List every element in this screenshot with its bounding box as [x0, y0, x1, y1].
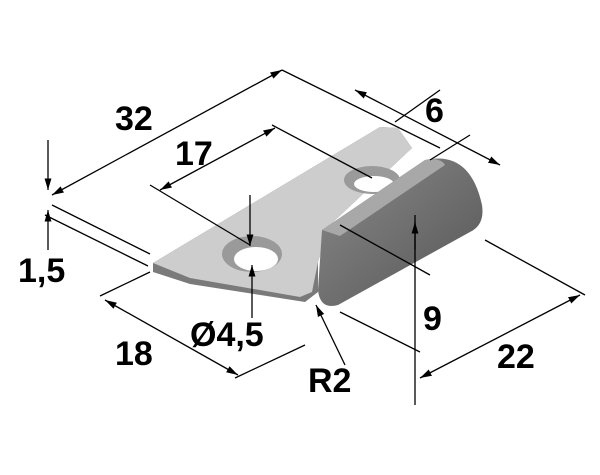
dim-18: 18: [115, 335, 153, 373]
plate: [153, 127, 412, 302]
dim-22: 22: [497, 338, 535, 376]
dim-17: 17: [175, 135, 213, 173]
dim-r2: R2: [308, 362, 351, 400]
dim-32: 32: [115, 100, 153, 138]
dim-6: 6: [425, 92, 444, 130]
flange: [318, 158, 483, 306]
dim-1-5: 1,5: [18, 252, 65, 290]
dim-hole-diameter: Ø4,5: [190, 316, 264, 354]
dimension-lines: [44, 69, 586, 405]
dim-9: 9: [423, 300, 442, 338]
